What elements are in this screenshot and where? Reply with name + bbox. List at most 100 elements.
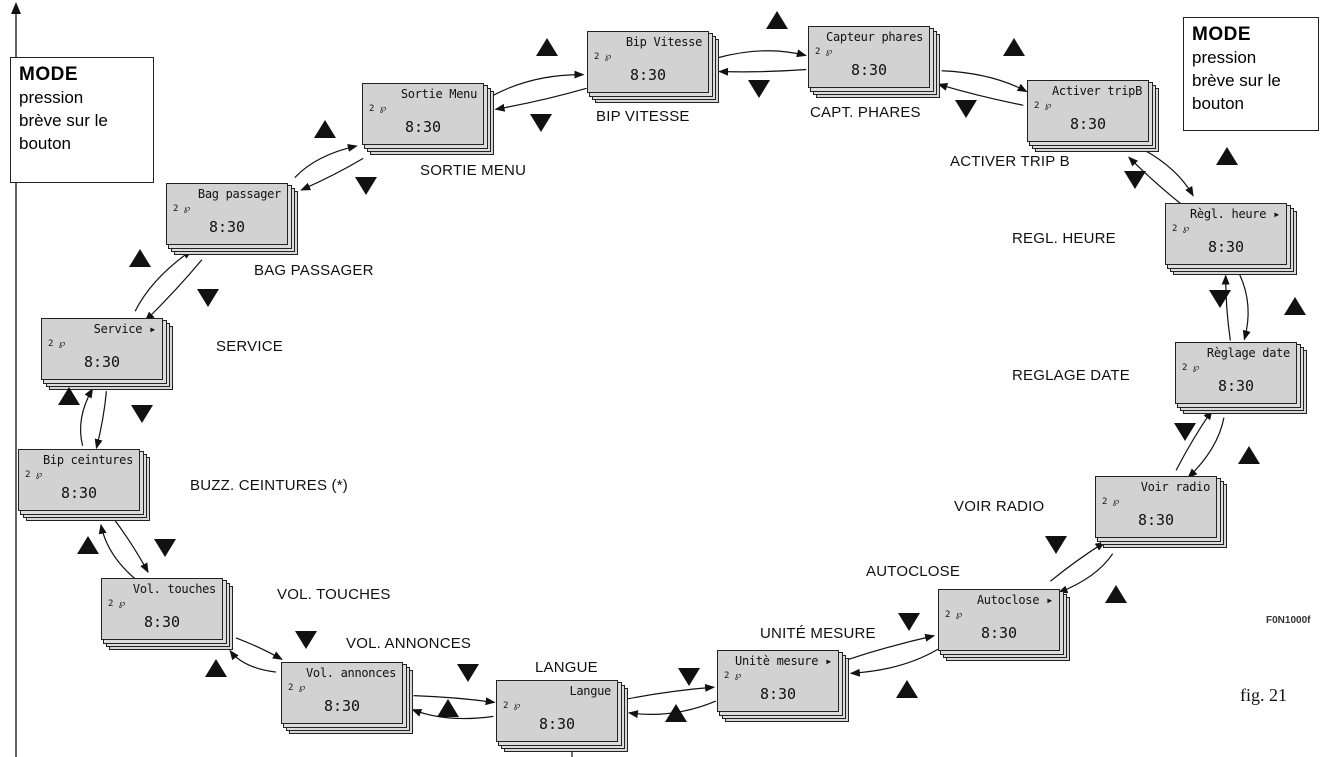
down-triangle-icon xyxy=(1174,423,1196,441)
screen-face: Autoclose ▸2 ℘8:30 xyxy=(938,589,1060,651)
screen-indicator: 2 ℘ xyxy=(503,701,521,711)
screen-clock: 8:30 xyxy=(538,715,576,733)
menu-item-label: ACTIVER TRIP B xyxy=(950,153,1070,170)
backward-arrow xyxy=(1049,541,1106,582)
menu-item-label: SERVICE xyxy=(216,338,283,355)
screen-clock: 8:30 xyxy=(143,613,181,631)
backward-arrow xyxy=(494,87,587,112)
backward-arrow xyxy=(1175,409,1213,471)
down-triangle-icon xyxy=(355,177,377,195)
display-screen: Service ▸ 2 ℘ 8:30 xyxy=(41,318,173,390)
forward-arrow xyxy=(80,387,94,446)
down-triangle-icon xyxy=(1045,536,1067,554)
forward-arrow xyxy=(294,144,358,178)
screen-menu-text: Capteur phares xyxy=(826,30,923,44)
screen-indicator: 2 ℘ xyxy=(815,47,833,57)
screen-menu-text: Bip Vitesse xyxy=(625,35,702,49)
menu-item-label: UNITÉ MESURE xyxy=(760,625,876,642)
backward-arrow xyxy=(413,695,496,706)
screen-clock: 8:30 xyxy=(850,61,888,79)
screen-indicator: 2 ℘ xyxy=(1182,363,1200,373)
menu-item-label: CAPT. PHARES xyxy=(810,104,921,121)
up-triangle-icon xyxy=(77,536,99,554)
down-triangle-icon xyxy=(154,539,176,557)
screen-clock: 8:30 xyxy=(83,353,121,371)
screen-indicator: 2 ℘ xyxy=(108,599,126,609)
screen-clock: 8:30 xyxy=(759,685,797,703)
menu-item-label: VOL. TOUCHES xyxy=(277,586,391,603)
backward-arrow xyxy=(718,67,807,76)
screen-menu-text: Bip ceintures xyxy=(42,453,133,467)
menu-item-label: AUTOCLOSE xyxy=(866,563,961,580)
mode-title: MODE xyxy=(19,64,78,85)
mode-title: MODE xyxy=(1192,24,1251,45)
backward-arrow xyxy=(937,83,1024,106)
menu-item-label: BUZZ. CEINTURES (*) xyxy=(190,477,348,494)
forward-arrow xyxy=(1239,274,1251,341)
screen-clock: 8:30 xyxy=(323,697,361,715)
up-triangle-icon xyxy=(1284,297,1306,315)
up-triangle-icon xyxy=(1216,147,1238,165)
backward-arrow xyxy=(235,637,283,660)
figure-caption: fig. 21 xyxy=(1240,685,1287,705)
menu-item-label: VOIR RADIO xyxy=(954,498,1045,515)
screen-indicator: 2 ℘ xyxy=(724,671,742,681)
screen-face: Unitè mesure ▸2 ℘8:30 xyxy=(717,650,839,712)
forward-arrow xyxy=(492,70,585,97)
menu-item-label: BIP VITESSE xyxy=(596,108,690,125)
up-triangle-icon xyxy=(1105,585,1127,603)
screen-face: Capteur phares 2 ℘ 8:30 xyxy=(808,26,930,88)
backward-arrow xyxy=(846,633,936,661)
mode-box-left: MODE pression brève sur le bouton xyxy=(10,57,154,183)
up-triangle-icon xyxy=(314,120,336,138)
screen-indicator: 2 ℘ xyxy=(48,339,66,349)
backward-arrow xyxy=(144,259,203,322)
menu-item-label: REGL. HEURE xyxy=(1012,230,1116,247)
forward-arrow xyxy=(411,709,494,720)
backward-arrow xyxy=(94,391,107,450)
down-triangle-icon xyxy=(295,631,317,649)
backward-arrow xyxy=(1221,274,1231,341)
screen-clock: 8:30 xyxy=(1207,238,1245,256)
figure-code: F0N1000f xyxy=(1266,615,1311,626)
screen-clock: 8:30 xyxy=(629,66,667,84)
up-triangle-icon xyxy=(665,704,687,722)
down-triangle-icon xyxy=(955,100,977,118)
screen-face: Service ▸ 2 ℘ 8:30 xyxy=(41,318,163,380)
menu-item-label: VOL. ANNONCES xyxy=(346,635,472,652)
screen-menu-text: Voir radio xyxy=(1140,480,1211,494)
mode-description: pression brève sur le bouton xyxy=(19,88,108,153)
display-screen: Capteur phares 2 ℘ 8:30 xyxy=(808,26,940,98)
display-screen: Autoclose ▸2 ℘8:30 xyxy=(938,589,1070,661)
up-triangle-icon xyxy=(1003,38,1025,56)
down-triangle-icon xyxy=(678,668,700,686)
backward-arrow xyxy=(112,516,149,574)
screen-clock: 8:30 xyxy=(404,118,442,136)
screen-face: Bip Vitesse 2 ℘ 8:30 xyxy=(587,31,709,93)
down-triangle-icon xyxy=(131,405,153,423)
screen-clock: 8:30 xyxy=(1069,115,1107,133)
screen-menu-text: Règlage date xyxy=(1206,346,1290,360)
display-screen: Unitè mesure ▸2 ℘8:30 xyxy=(717,650,849,722)
screen-indicator: 2 ℘ xyxy=(594,52,612,62)
screen-menu-text: Service ▸ xyxy=(93,322,157,336)
forward-arrow xyxy=(1187,417,1225,479)
screen-indicator: 2 ℘ xyxy=(369,104,387,114)
top-left-arrowhead xyxy=(11,2,21,14)
menu-item-label: REGLAGE DATE xyxy=(1012,367,1130,384)
screen-menu-text: Activer tripB xyxy=(1051,84,1142,98)
